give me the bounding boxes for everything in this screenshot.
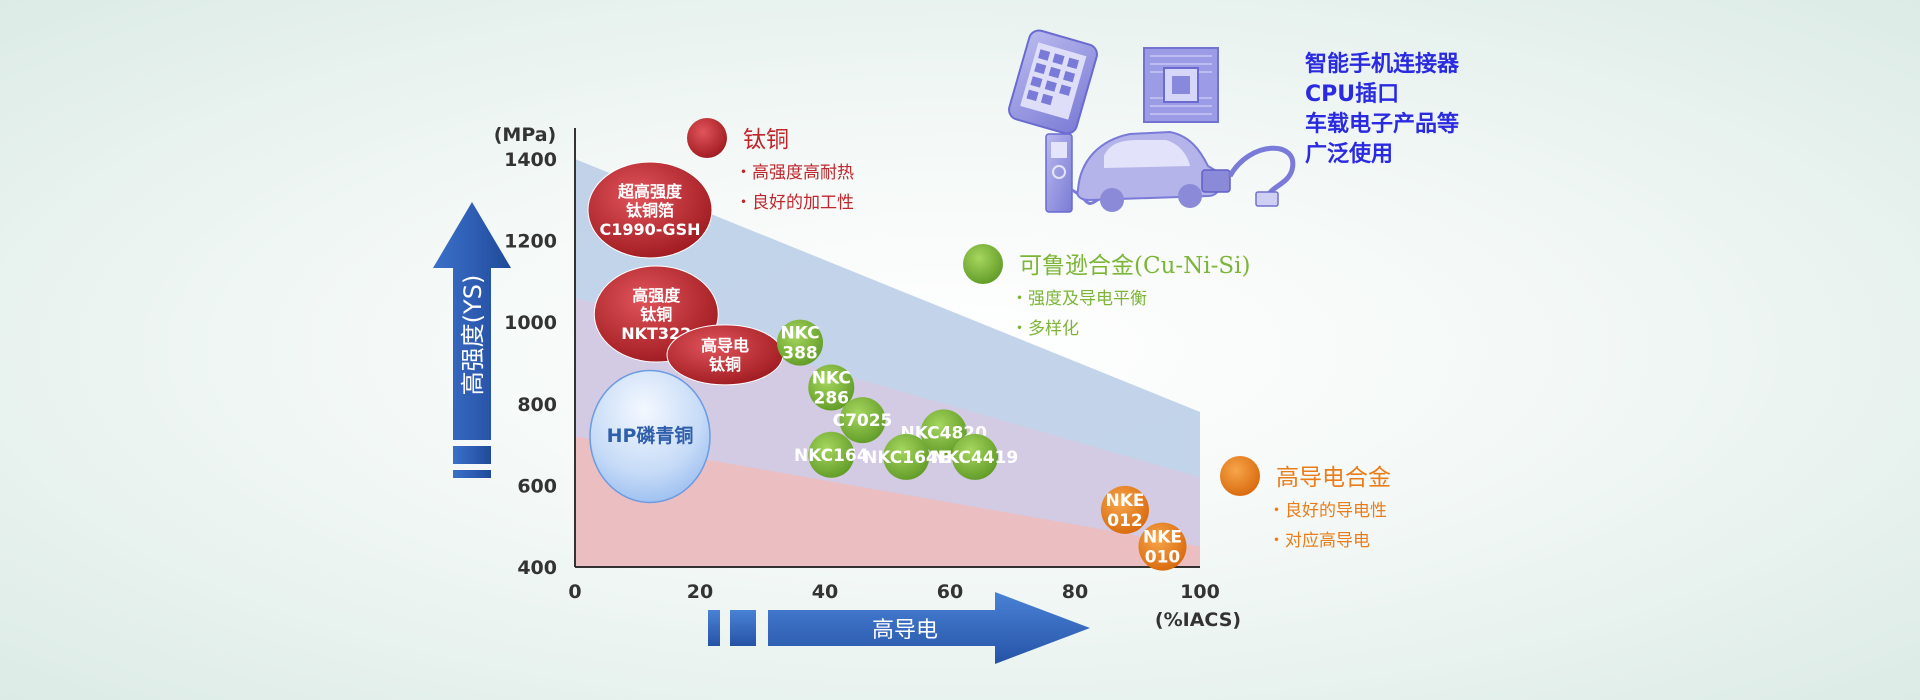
legend-entry: 钛铜・高强度高耐热・良好的加工性 bbox=[687, 118, 854, 213]
tick-labels: 400 600 800 1000 1200 1400 0 20 40 60 80 100 bbox=[504, 149, 1220, 603]
data-point: NKC164 bbox=[794, 431, 869, 478]
point-label: NKC164E bbox=[863, 448, 949, 468]
point-circle bbox=[1101, 485, 1149, 534]
point-circle bbox=[920, 409, 967, 456]
point-label: HP磷青铜 bbox=[607, 424, 694, 447]
y-tick-label: 400 bbox=[517, 557, 557, 579]
legend-item: ・强度及导电平衡 bbox=[1011, 289, 1147, 309]
point-circle bbox=[808, 364, 855, 411]
x-arrow-label: 高导电 bbox=[872, 618, 938, 643]
point-label: 钛铜箔 bbox=[626, 201, 674, 220]
legend-title: 钛铜 bbox=[743, 127, 789, 153]
point-label: NKC bbox=[812, 369, 851, 389]
axes bbox=[574, 128, 1200, 568]
point-label: 388 bbox=[782, 344, 818, 364]
y-arrow-label: 高强度(YS) bbox=[459, 275, 487, 396]
legend-item: ・高强度高耐热 bbox=[735, 163, 854, 183]
band-3 bbox=[575, 436, 1200, 567]
point-label: NKC4419 bbox=[932, 448, 1018, 468]
point-ellipse bbox=[587, 161, 713, 259]
point-circle bbox=[1138, 522, 1187, 571]
point-label: NKT322 bbox=[621, 324, 691, 343]
legend-title: 可鲁逊合金(Cu-Ni-Si) bbox=[1019, 253, 1251, 279]
legend-item: ・良好的导电性 bbox=[1268, 501, 1387, 521]
y-tick-label: 1400 bbox=[504, 149, 557, 171]
point-label: 010 bbox=[1145, 548, 1181, 568]
legend-entry: 高导电合金・良好的导电性・对应高导电 bbox=[1220, 456, 1391, 551]
point-ellipse bbox=[589, 369, 711, 504]
x-unit-label: (%IACS) bbox=[1155, 609, 1241, 631]
y-tick-label: 800 bbox=[517, 394, 557, 416]
x-tick-label: 0 bbox=[568, 581, 581, 603]
application-line: 智能手机连接器 bbox=[1305, 51, 1460, 77]
point-label: 高强度 bbox=[632, 286, 681, 305]
point-label: 超高强度 bbox=[617, 182, 683, 201]
point-label: NKC bbox=[780, 324, 819, 344]
x-arrow: 高导电 bbox=[708, 592, 1090, 664]
cpu-chip-icon bbox=[1143, 47, 1219, 123]
point-circle bbox=[883, 433, 930, 480]
x-tick-label: 40 bbox=[812, 581, 838, 603]
y-arrow: 高强度(YS) bbox=[433, 202, 511, 478]
x-tick-label: 80 bbox=[1062, 581, 1088, 603]
point-label: C1990-GSH bbox=[600, 220, 701, 239]
x-tick-label: 100 bbox=[1180, 581, 1220, 603]
point-label: 钛铜 bbox=[640, 305, 672, 324]
legend-entry: 可鲁逊合金(Cu-Ni-Si) ・强度及导电平衡・多样化 bbox=[963, 244, 1251, 339]
point-label: NKE bbox=[1105, 491, 1144, 511]
point-label: 286 bbox=[814, 389, 850, 409]
point-circle bbox=[777, 319, 823, 366]
data-point: C7025 bbox=[833, 397, 893, 444]
legend-marker bbox=[963, 244, 1003, 284]
y-tick-label: 1200 bbox=[504, 231, 557, 253]
data-point: NKC4419 bbox=[932, 433, 1018, 480]
x-tick-label: 60 bbox=[937, 581, 963, 603]
point-label: NKE bbox=[1143, 528, 1182, 548]
y-tick-label: 600 bbox=[517, 475, 557, 497]
legend-marker bbox=[687, 118, 727, 158]
usb-cable-icon bbox=[1201, 145, 1296, 207]
data-point: HP磷青铜 bbox=[589, 369, 711, 504]
application-line: 广泛使用 bbox=[1305, 141, 1393, 167]
point-circle bbox=[808, 431, 855, 478]
legend-marker bbox=[1220, 456, 1260, 496]
application-line: 车载电子产品等 bbox=[1305, 111, 1459, 137]
y-unit-label: (MPa) bbox=[494, 124, 557, 146]
point-circle bbox=[839, 397, 886, 444]
legend-item: ・对应高导电 bbox=[1268, 531, 1370, 551]
legend-title: 高导电合金 bbox=[1276, 465, 1391, 491]
application-line: CPU插口 bbox=[1305, 82, 1399, 107]
legend-item: ・多样化 bbox=[1011, 319, 1079, 339]
point-label: 012 bbox=[1107, 511, 1143, 531]
car-icon bbox=[1076, 130, 1222, 212]
legend-item: ・良好的加工性 bbox=[735, 193, 854, 213]
point-label: NKC164 bbox=[794, 446, 869, 466]
data-points: 超高强度钛铜箔C1990-GSH高强度钛铜NKT322高导电钛铜HP磷青铜NKC… bbox=[587, 161, 1187, 571]
y-tick-label: 1000 bbox=[504, 312, 557, 334]
point-label: C7025 bbox=[833, 411, 893, 431]
point-label: 高导电 bbox=[701, 336, 749, 355]
legend: 钛铜・高强度高耐热・良好的加工性可鲁逊合金(Cu-Ni-Si)・强度及导电平衡・… bbox=[687, 118, 1391, 551]
data-point: NKC164E bbox=[863, 433, 949, 480]
x-tick-label: 20 bbox=[687, 581, 713, 603]
point-circle bbox=[952, 433, 998, 480]
point-label: 钛铜 bbox=[709, 355, 741, 374]
smartphone-icon bbox=[1008, 29, 1098, 135]
